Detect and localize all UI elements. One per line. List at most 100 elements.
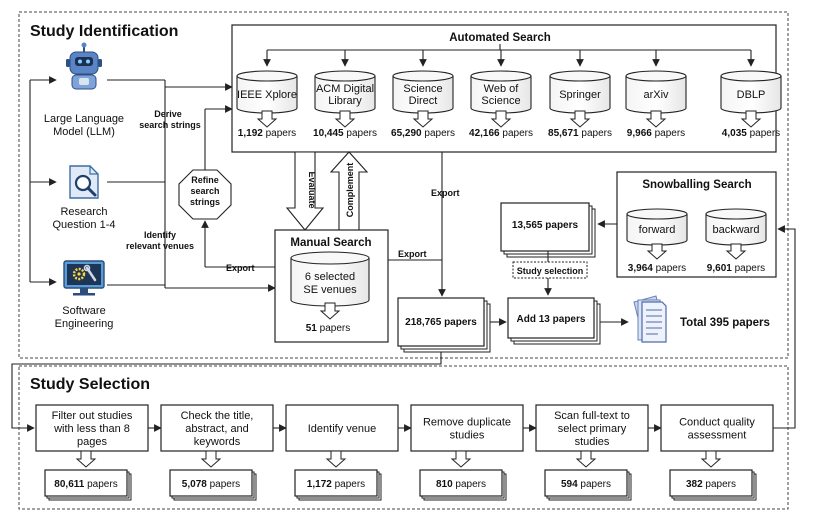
- step-count-arrow: [75, 450, 97, 468]
- step-box: [160, 404, 274, 452]
- step-box: [35, 404, 149, 452]
- step-label: Identify venue: [308, 423, 377, 435]
- step-count-arrow: [200, 450, 222, 468]
- source-count: 42,166 papers: [469, 128, 533, 139]
- source-count-arrow: [569, 110, 591, 128]
- flow-to-selection: [11, 352, 442, 432]
- snowball-papers-stack: [500, 202, 596, 258]
- source-name: arXiv: [643, 89, 669, 101]
- forward-count-arrow: [646, 243, 668, 260]
- source-count-arrow: [412, 110, 434, 128]
- step-count-stack: [44, 469, 128, 497]
- step-box: [660, 404, 774, 452]
- add-papers-label: Add 13 papers: [517, 314, 586, 325]
- manual-count: 51 papers: [306, 323, 350, 334]
- source-count-arrow: [490, 110, 512, 128]
- identification-title: Study Identification: [30, 23, 178, 40]
- refine-search-strings-node: [178, 169, 232, 220]
- step-count: 810 papers: [436, 479, 486, 490]
- step-count: 5,078 papers: [182, 479, 240, 490]
- backward-count: 9,601 papers: [707, 263, 765, 274]
- source-count: 1,192 papers: [238, 128, 296, 139]
- step-count-stack: [669, 469, 753, 497]
- export-top-label: Export: [431, 188, 460, 198]
- identification-section: [18, 11, 789, 359]
- add-papers-stack: [507, 297, 601, 345]
- step-count-arrow: [575, 450, 597, 468]
- source-count: 65,290 papers: [391, 128, 455, 139]
- total-auto-papers: 218,765 papers: [405, 317, 477, 328]
- backward-count-arrow: [725, 243, 747, 260]
- automated-search-title: Automated Search: [449, 32, 551, 44]
- step-count-arrow: [325, 450, 347, 468]
- source-count-arrow: [256, 110, 278, 128]
- source-count-arrow: [645, 110, 667, 128]
- export-left-label: Export: [226, 263, 255, 273]
- step-count-arrow: [450, 450, 472, 468]
- step-count-stack: [169, 469, 253, 497]
- total-auto-papers-stack: [397, 297, 491, 353]
- forward-count: 3,964 papers: [628, 263, 686, 274]
- source-count-arrow: [334, 110, 356, 128]
- selection-step: Identify venue 1,172 papers: [285, 404, 399, 501]
- source-count: 85,671 papers: [548, 128, 612, 139]
- step-count: 1,172 papers: [307, 479, 365, 490]
- robot-icon: [66, 42, 102, 90]
- export-mid-label: Export: [398, 249, 427, 259]
- source-count-arrow: [740, 110, 762, 128]
- step-box: [535, 404, 649, 452]
- document-search-icon: [69, 165, 99, 199]
- step-box: [410, 404, 524, 452]
- manual-count-arrow: [319, 302, 341, 320]
- snowballing-title: Snowballing Search: [642, 179, 751, 191]
- step-count-stack: [294, 469, 378, 497]
- source-database: arXiv 9,966 papers: [625, 50, 687, 139]
- step-count: 594 papers: [561, 479, 611, 490]
- papers-stack-icon: [633, 295, 667, 343]
- snowball-papers: 13,565 papers: [512, 220, 579, 231]
- source-count: 4,035 papers: [722, 128, 780, 139]
- step-count-stack: [544, 469, 628, 497]
- selection-title: Study Selection: [30, 376, 150, 393]
- complement-arrow: [329, 151, 369, 231]
- step-count-arrow: [700, 450, 722, 468]
- forward-label: forward: [639, 224, 676, 236]
- step-count-stack: [419, 469, 503, 497]
- manual-search-title: Manual Search: [290, 237, 371, 249]
- study-selection-tag: [512, 261, 588, 279]
- study-selection-tag-label: Study selection: [517, 266, 584, 276]
- source-count: 9,966 papers: [627, 128, 685, 139]
- total-papers-label: Total 395 papers: [680, 317, 770, 329]
- flow-to-snowballing: [773, 225, 796, 429]
- evaluate-arrow: [285, 151, 325, 231]
- step-count: 80,611 papers: [54, 479, 117, 490]
- monitor-gear-icon: [63, 260, 105, 296]
